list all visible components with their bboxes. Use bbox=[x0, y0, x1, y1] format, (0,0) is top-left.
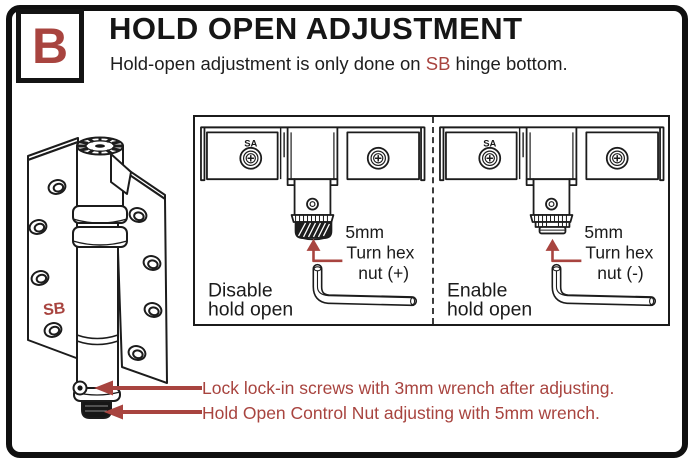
hinge-model-stamp: SB bbox=[42, 300, 66, 319]
hex-nut-flush bbox=[534, 221, 570, 235]
hinge-illustration: SB bbox=[27, 136, 168, 419]
plate-screw-icon bbox=[239, 146, 263, 170]
action-label-line2: hold open bbox=[446, 299, 531, 321]
hinge-left-leaf: SB bbox=[27, 137, 88, 363]
allen-wrench-icon bbox=[551, 263, 656, 307]
callout-arrow-lock-screws bbox=[94, 380, 202, 396]
section-badge: B bbox=[16, 9, 84, 83]
callout-control-nut: Hold Open Control Nut adjusting with 5mm… bbox=[202, 403, 600, 423]
action-label-line1: Disable bbox=[208, 280, 273, 302]
hinge-bottom-view bbox=[200, 126, 426, 241]
panel-illustration-enable: SA 5mm Turn hex nut (-) Enable hold open bbox=[438, 126, 664, 321]
action-label-line2: hold open bbox=[208, 299, 293, 321]
adjustment-diagram-box: SA 5mm Turn hex nut (+) Disable hold ope… bbox=[193, 115, 670, 326]
callout-arrows bbox=[94, 380, 202, 420]
hinge-bottom-view bbox=[438, 126, 664, 235]
panel-disable-hold-open: SA 5mm Turn hex nut (+) Disable hold ope… bbox=[195, 117, 432, 324]
plate-screw-icon bbox=[477, 146, 501, 170]
panel-illustration-disable: SA 5mm Turn hex nut (+) Disable hold ope… bbox=[200, 126, 426, 321]
turn-label-line1: Turn hex bbox=[346, 242, 414, 262]
subtitle-suffix: hinge bottom. bbox=[450, 53, 568, 74]
panel-enable-hold-open: SA 5mm Turn hex nut (-) Enable hold open bbox=[431, 117, 669, 324]
subtitle-prefix: Hold-open adjustment is only done on bbox=[110, 53, 426, 74]
subtitle-model-code: SB bbox=[425, 53, 451, 74]
hinge-barrel bbox=[72, 136, 132, 419]
callout-arrow-control-nut bbox=[104, 404, 202, 420]
turn-direction-arrow bbox=[306, 238, 343, 263]
plate-stamp: SA bbox=[244, 138, 257, 149]
plate-screw-icon bbox=[366, 146, 390, 170]
section-badge-letter: B bbox=[31, 18, 69, 74]
callout-lock-screws: Lock lock-in screws with 3mm wrench afte… bbox=[202, 378, 615, 398]
wrench-size-label: 5mm bbox=[345, 222, 384, 242]
turn-label-line2: nut (+) bbox=[358, 263, 409, 283]
wrench-size-label: 5mm bbox=[584, 222, 623, 242]
page-subtitle: Hold-open adjustment is only done on SB … bbox=[110, 53, 568, 75]
action-label-line1: Enable bbox=[446, 280, 506, 302]
plate-stamp: SA bbox=[483, 138, 496, 149]
hinge-right-leaf bbox=[114, 160, 168, 384]
page-title: HOLD OPEN ADJUSTMENT bbox=[109, 11, 523, 46]
turn-label-line2: nut (-) bbox=[597, 263, 643, 283]
plate-screw-icon bbox=[605, 146, 629, 170]
turn-direction-arrow bbox=[545, 238, 581, 263]
turn-label-line1: Turn hex bbox=[585, 242, 653, 262]
allen-wrench-icon bbox=[312, 263, 418, 307]
